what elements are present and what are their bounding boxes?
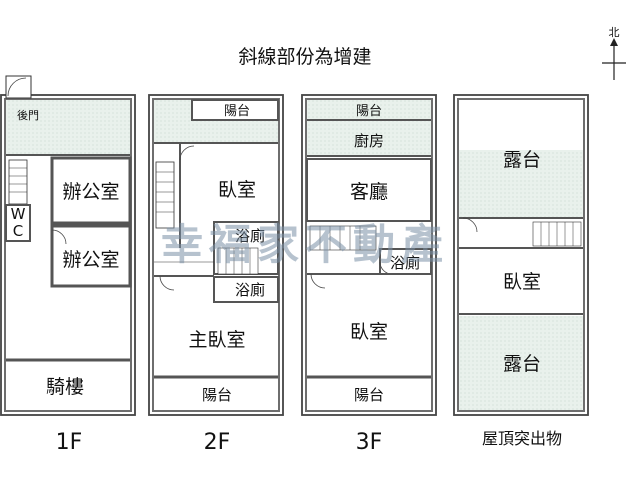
room-label: 露台 xyxy=(503,353,541,375)
extension-area xyxy=(6,100,130,155)
room-label: C xyxy=(13,222,23,240)
room-label: 客廳 xyxy=(350,181,388,203)
extension-area xyxy=(307,100,431,156)
room-label: 騎樓 xyxy=(46,376,84,398)
page-title: 斜線部份為增建 xyxy=(238,46,371,68)
room-label: 陽台 xyxy=(356,104,382,119)
extension-area xyxy=(459,316,583,410)
compass-label: 北 xyxy=(609,26,620,39)
floor-label: 3F xyxy=(356,430,383,455)
room-label: 浴廁 xyxy=(235,281,265,299)
extension-area xyxy=(459,150,583,218)
room-label: 浴廁 xyxy=(390,254,420,272)
room-label: 陽台 xyxy=(202,386,232,404)
room-label: 辦公室 xyxy=(62,249,119,271)
floor-plan-3f: 陽台 廚房 客廳 浴廁 臥室 陽台 xyxy=(301,94,437,416)
north-compass: 北 xyxy=(602,26,626,80)
room-label: 臥室 xyxy=(350,321,388,343)
room-label: 後門 xyxy=(17,108,39,122)
floor-plan-2f: 陽台 臥室 浴廁 浴廁 主臥室 陽台 xyxy=(148,94,284,416)
room-label: 浴廁 xyxy=(235,227,265,245)
north-arrow-icon xyxy=(610,38,618,46)
watermark: 幸福家不動產 xyxy=(161,220,449,269)
floor-label: 2F xyxy=(204,430,231,455)
floor-label: 屋頂突出物 xyxy=(482,429,562,448)
floor-label: 1F xyxy=(56,430,83,455)
room-label: 臥室 xyxy=(503,271,541,293)
room-label: W xyxy=(11,205,26,223)
floor-plan-1f: 後門 辦公室 W C 辦公室 騎樓 xyxy=(0,75,136,416)
room-label: 辦公室 xyxy=(62,181,119,203)
room-label: 露台 xyxy=(503,149,541,171)
floor-plan-roof: 露台 臥室 露台 xyxy=(453,94,589,416)
room-label: 陽台 xyxy=(224,104,250,119)
room-label: 主臥室 xyxy=(188,329,245,351)
room-label: 廚房 xyxy=(354,132,384,150)
room-label: 陽台 xyxy=(354,386,384,404)
room-label: 臥室 xyxy=(218,179,256,201)
